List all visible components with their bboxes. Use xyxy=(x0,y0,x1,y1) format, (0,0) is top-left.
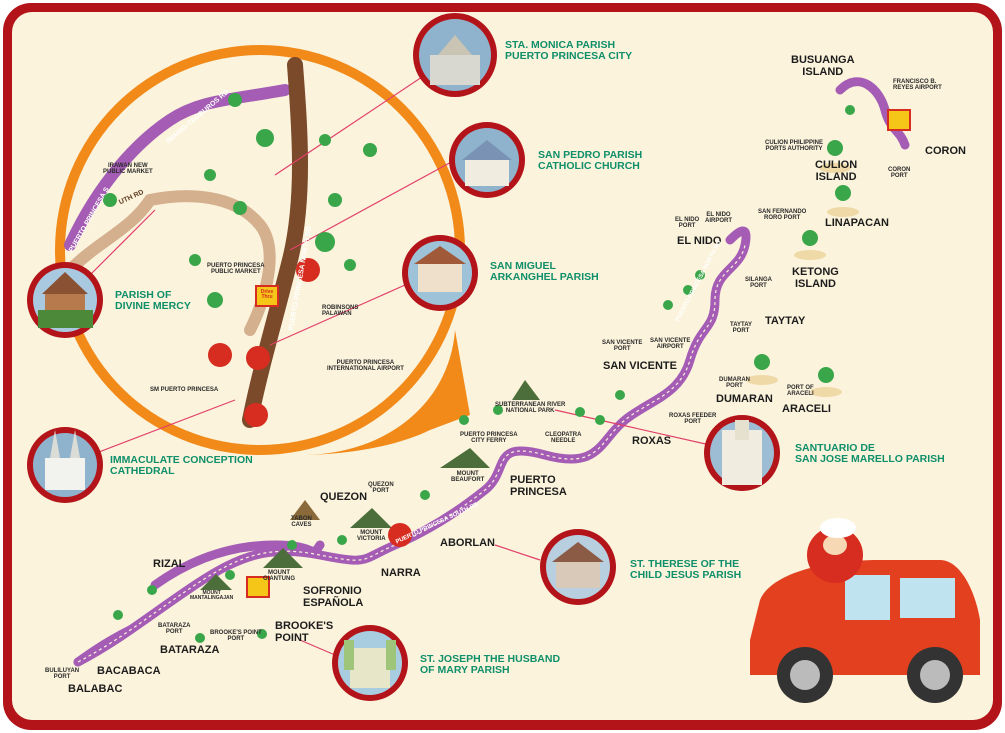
cleopatra-label: CLEOPATRA NEEDLE xyxy=(545,432,582,445)
pp-market-label: PUERTO PRINCESA PUBLIC MARKET xyxy=(207,263,265,276)
brookes-port-label: BROOKE'S POINT PORT xyxy=(210,630,262,643)
islands xyxy=(746,140,859,397)
sm-pp-label: SM PUERTO PRINCESA xyxy=(150,387,219,393)
town-sofronio: SOFRONIO ESPAÑOLA xyxy=(303,585,364,609)
roxas-feeder-label: ROXAS FEEDER PORT xyxy=(669,413,717,426)
irawan-market-label: IRAWAN NEW PUBLIC MARKET xyxy=(103,163,153,176)
port-araceli-label: PORT OF ARACELI xyxy=(787,385,814,398)
immaculate-photo xyxy=(27,427,103,503)
town-bataraza: BATARAZA xyxy=(160,644,220,656)
church-photos xyxy=(27,13,780,701)
town-culion: CULION ISLAND xyxy=(815,159,858,183)
silanga-port-label: SILANGA PORT xyxy=(745,277,772,290)
main-route xyxy=(73,77,910,667)
tabon-caves-label: TABON CAVES xyxy=(291,516,312,529)
el-nido-port-label: EL NIDO PORT xyxy=(675,217,700,230)
mountains xyxy=(200,380,540,590)
divine-mercy-photo xyxy=(27,262,103,338)
coron-port-label: CORON PORT xyxy=(888,167,911,180)
st-joseph-label: ST. JOSEPH THE HUSBAND OF MARY PARISH xyxy=(420,653,561,677)
town-aborlan: ABORLAN xyxy=(440,537,495,549)
town-bacabaca: BACABACA xyxy=(97,665,161,677)
mainland-trees xyxy=(113,105,855,643)
town-narra: NARRA xyxy=(381,567,421,579)
town-linapacan: LINAPACAN xyxy=(825,217,889,229)
town-san-vicente: SAN VICENTE xyxy=(603,360,677,372)
taytay-port-label: TAYTAY PORT xyxy=(730,322,753,335)
el-nido-airport-label: EL NIDO AIRPORT xyxy=(705,212,732,225)
robinsons-label: ROBINSONS PALAWAN xyxy=(322,305,359,318)
mt-victoria-label: MOUNT VICTORIA xyxy=(357,530,386,543)
pp-ferry-label: PUERTO PRINCESA CITY FERRY xyxy=(460,432,518,445)
town-brookes: BROOKE'S POINT xyxy=(275,620,334,644)
town-balabac: BALABAC xyxy=(68,683,123,695)
buliluyan-port-label: BULILUYAN PORT xyxy=(45,668,80,681)
town-puerto-princesa: PUERTO PRINCESA xyxy=(510,474,567,498)
san-pedro-label: SAN PEDRO PARISH CATHOLIC CHURCH xyxy=(538,149,643,173)
town-quezon: QUEZON xyxy=(320,491,368,503)
francisco-airport-label: FRANCISCO B. REYES AIRPORT xyxy=(893,79,942,92)
culion-port-label: CULION PHILIPPINE PORTS AUTHORITY xyxy=(765,140,824,153)
st-joseph-photo xyxy=(332,625,408,701)
town-taytay: TAYTAY xyxy=(765,315,806,327)
san-vicente-airport-label: SAN VICENTE AIRPORT xyxy=(650,338,691,351)
sta-monica-label: STA. MONICA PARISH PUERTO PRINCESA CITY xyxy=(505,39,633,63)
subterranean-label: SUBTERRANEAN RIVER NATIONAL PARK xyxy=(495,402,566,415)
mascot-pins xyxy=(208,258,412,547)
mt-beaufort-label: MOUNT BEAUFORT xyxy=(451,471,485,484)
inset-trees xyxy=(103,93,377,308)
san-pedro-photo xyxy=(449,122,525,198)
town-rizal: RIZAL xyxy=(153,558,186,570)
drive-thru-badge-text: Drive Thru xyxy=(260,289,274,301)
mt-giantung-label: MOUNT GIANTUNG xyxy=(263,570,295,583)
town-ketong: KETONG ISLAND xyxy=(792,266,839,290)
st-therese-label: ST. THERESE OF THE CHILD JESUS PARISH xyxy=(630,558,742,582)
town-araceli: ARACELI xyxy=(782,403,831,415)
car-illustration xyxy=(750,518,980,703)
san-jose-label: SANTUARIO DE SAN JOSE MARELLO PARISH xyxy=(795,442,945,466)
san-miguel-photo xyxy=(402,235,478,311)
immaculate-label: IMMACULATE CONCEPTION CATHEDRAL xyxy=(110,454,253,478)
inset-bubble xyxy=(55,45,470,455)
pp-airport-label: PUERTO PRINCESA INTERNATIONAL AIRPORT xyxy=(327,360,404,373)
quezon-port-label: QUEZON PORT xyxy=(368,482,394,495)
town-el-nido: EL NIDO xyxy=(677,235,722,247)
mt-mantalingajan-label: MOUNT MANTALINGAJAN xyxy=(190,590,234,602)
dumaran-port-label: DUMARAN PORT xyxy=(719,377,750,390)
san-miguel-label: SAN MIGUEL ARKANGHEL PARISH xyxy=(490,260,599,284)
town-busuanga: BUSUANGA ISLAND xyxy=(791,54,855,78)
st-therese-photo xyxy=(540,529,616,605)
town-coron: CORON xyxy=(925,145,966,157)
san-vicente-port-label: SAN VICENTE PORT xyxy=(602,340,643,353)
san-jose-photo xyxy=(704,415,780,491)
drive-thru-badges xyxy=(246,109,911,598)
town-dumaran: DUMARAN xyxy=(716,393,773,405)
town-roxas: ROXAS xyxy=(632,435,672,447)
divine-mercy-label: PARISH OF DIVINE MERCY xyxy=(115,289,191,313)
san-fernando-port-label: SAN FERNANDO RORO PORT xyxy=(758,209,807,222)
bataraza-port-label: BATARAZA PORT xyxy=(158,623,191,636)
sta-monica-photo xyxy=(413,13,497,97)
